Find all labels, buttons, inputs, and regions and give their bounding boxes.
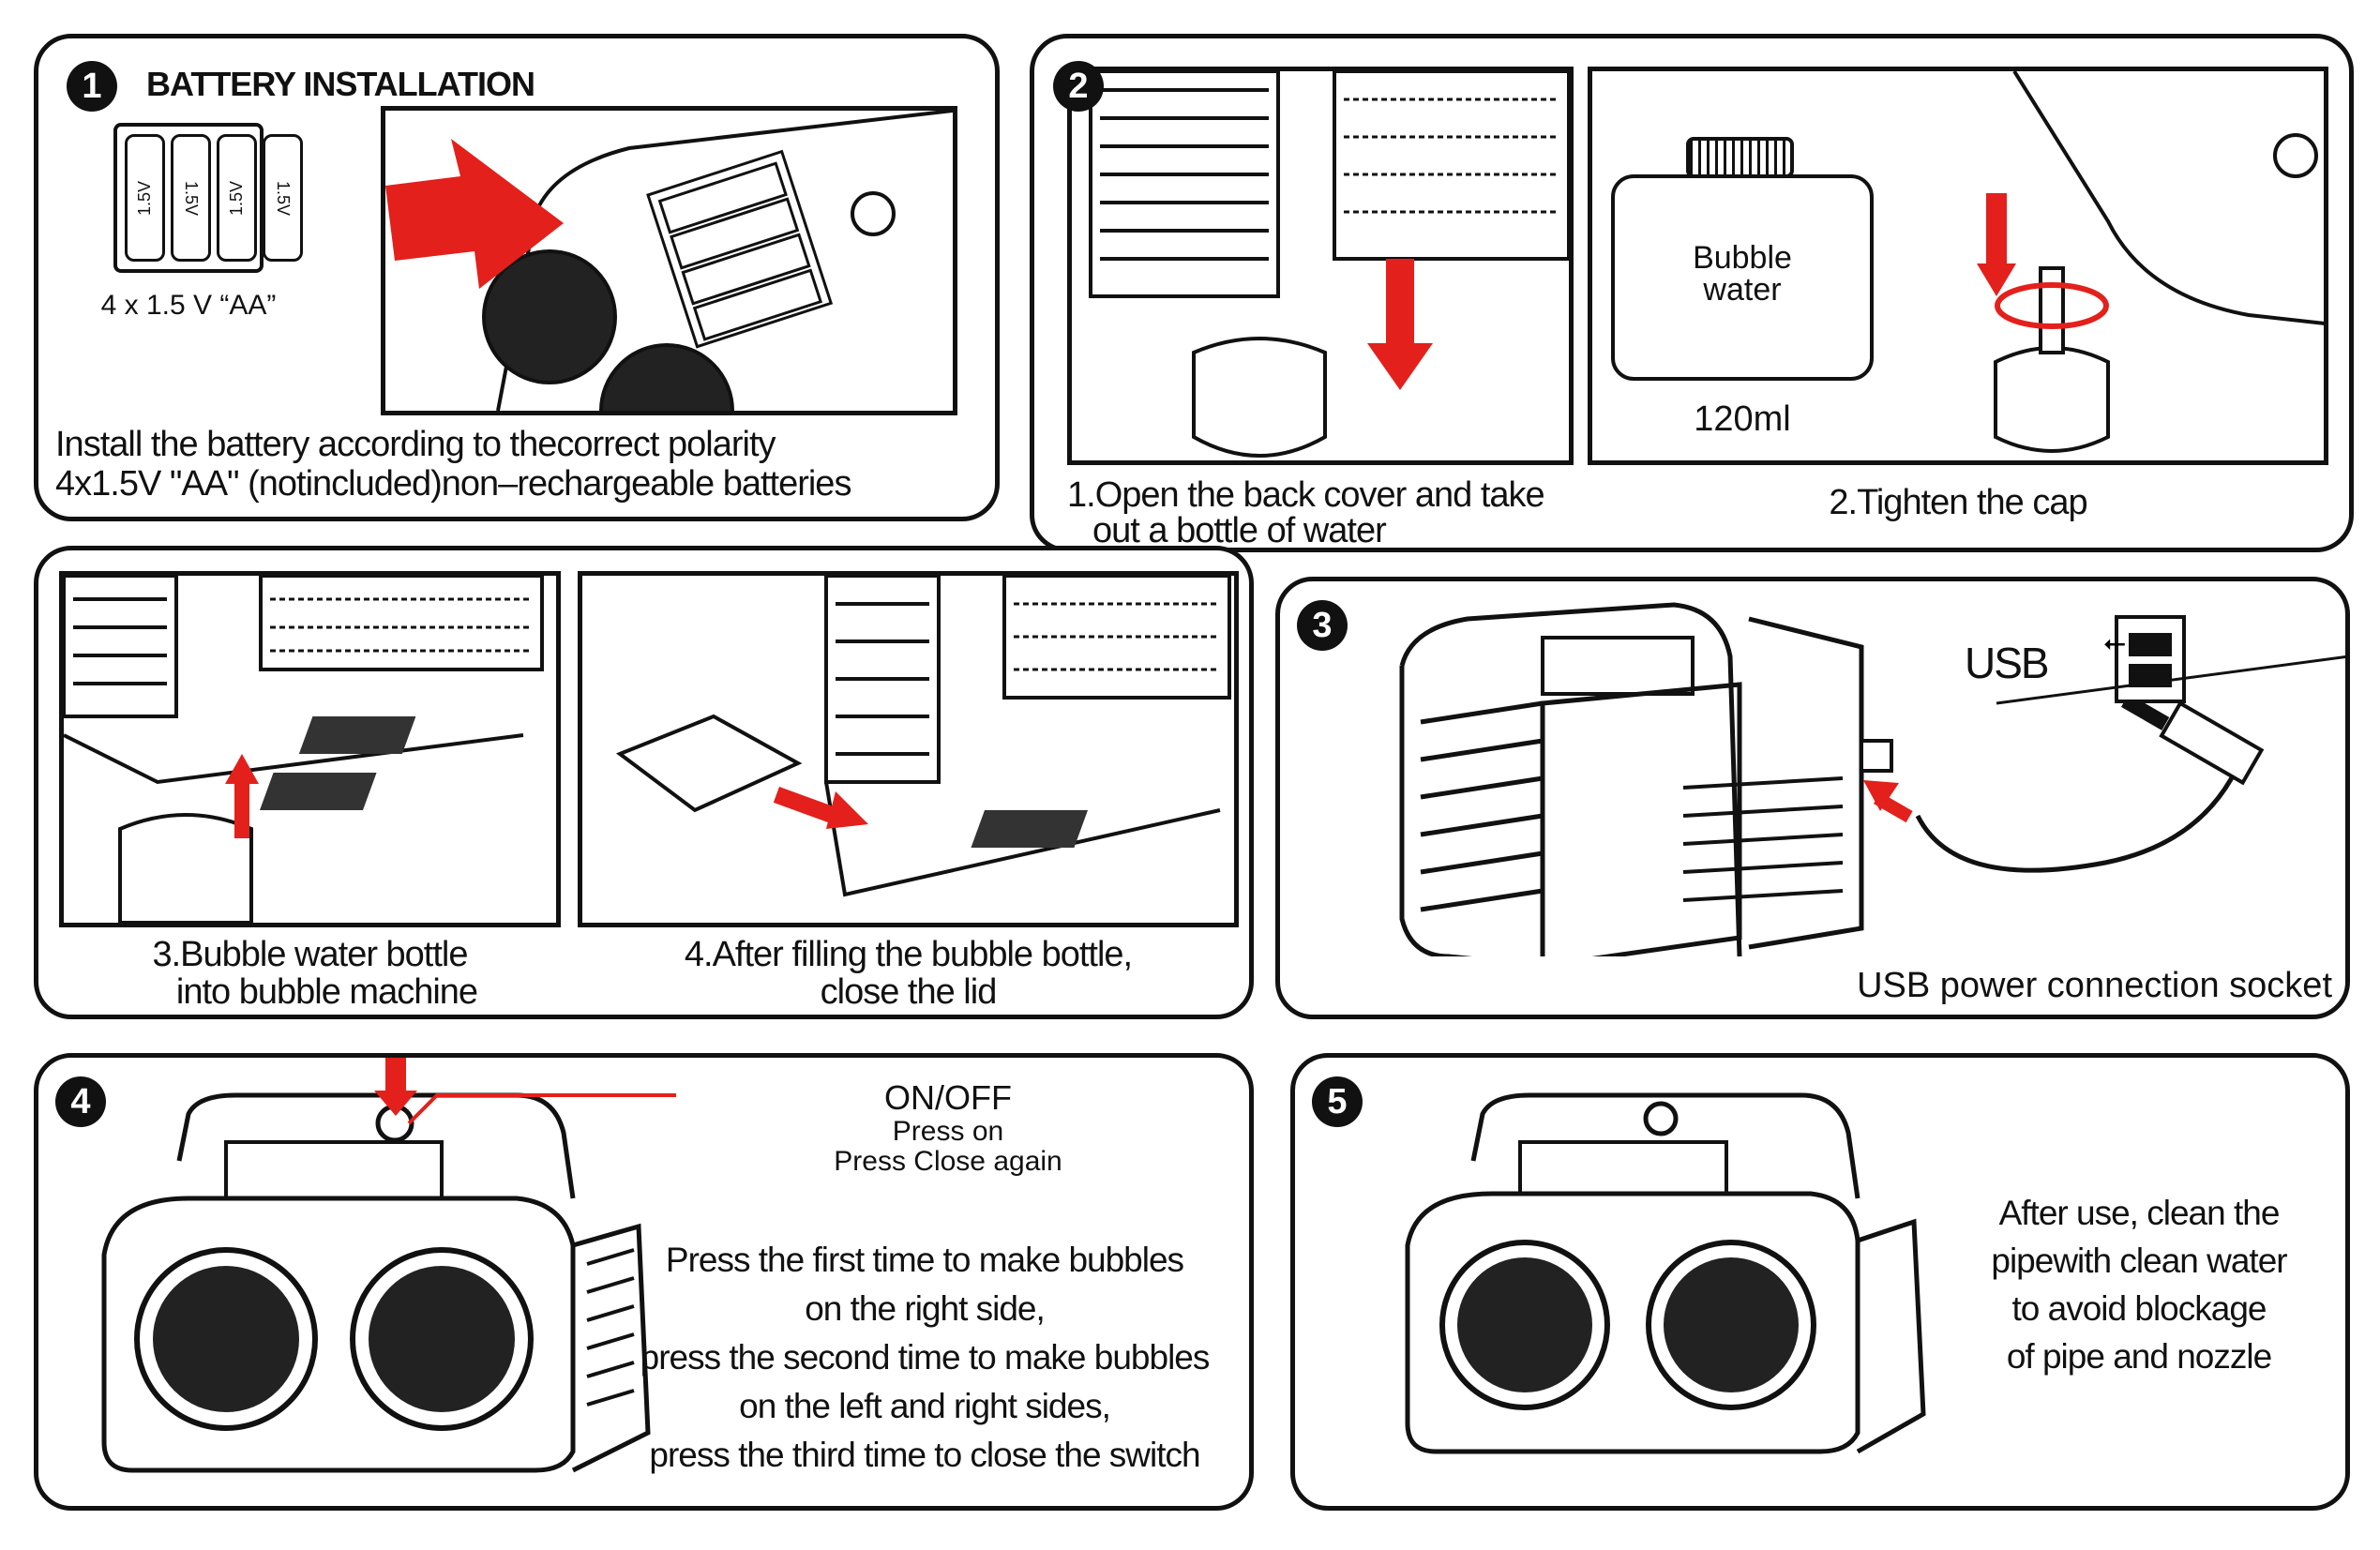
step-number-badge: 1 (67, 61, 117, 112)
bottle-icon (118, 813, 253, 923)
battery-pack-illustration: 1.5V 1.5V 1.5V 1.5V (113, 123, 304, 273)
usb-socket-caption: USB power connection socket (1857, 966, 2332, 1005)
bottle-icon (1994, 346, 2110, 453)
battery-instruction-line2: 4x1.5V "AA" (notincluded)non–rechargeabl… (55, 464, 851, 504)
red-arrow-icon (1986, 193, 2007, 268)
bubble-machine-clean-drawing (1405, 1092, 1926, 1454)
description-line: on the left and right sides, (739, 1387, 1111, 1425)
caption-open-back-cover-line2: out a bottle of water (1092, 511, 1387, 550)
usb-port-icon (2115, 615, 2186, 703)
red-arrow-icon (385, 139, 564, 289)
on-off-label: ON/OFF (884, 1078, 1012, 1117)
description-line: pipewith clean water (1991, 1242, 2287, 1280)
step-number-badge: 3 (1297, 600, 1348, 651)
step-number-badge: 5 (1312, 1076, 1363, 1127)
description-line: to avoid blockage (2011, 1289, 2267, 1328)
insert-bottle-drawing (64, 576, 544, 923)
description-line: Press the first time to make bubbles (665, 1241, 1184, 1279)
step4-panel: 4 ON/OFF Press on Press Close again Pres… (34, 1053, 1254, 1511)
open-back-cover-illustration (1067, 67, 1574, 465)
step5-panel: 5 After use, clean the pipewith clean wa… (1290, 1053, 2350, 1511)
battery-icon: 1.5V (171, 134, 212, 262)
press-close-label: Press Close again (834, 1146, 1062, 1177)
battery-label: 1.5V (227, 180, 247, 216)
cap-tightening-drawing (1977, 71, 2324, 453)
description-line: After use, clean the (1998, 1194, 2281, 1232)
red-arrow-icon (1386, 259, 1414, 343)
battery-compartment-drawing (385, 111, 953, 411)
description-line: press the third time to close the switch (649, 1436, 1200, 1474)
step-number-badge: 2 (1053, 61, 1104, 112)
insert-bottle-illustration (59, 571, 561, 927)
machine-underside-drawing (1089, 71, 1569, 458)
fan-icon (153, 1266, 299, 1412)
usb-plug-icon (2159, 700, 2265, 786)
battery-compartment-illustration (381, 106, 957, 415)
bottle-label-line2: water (1703, 272, 1782, 308)
caption-insert-bottle-line1: 3.Bubble water bottle (152, 935, 468, 974)
bottle-label-line1: Bubble (1693, 240, 1792, 276)
tighten-cap-illustration: Bubble water 120ml (1588, 67, 2328, 465)
battery-instruction-line1: Install the battery according to thecorr… (55, 425, 776, 464)
usb-cable (1915, 767, 2239, 873)
battery-icon: 1.5V (217, 134, 258, 262)
description-line: of pipe and nozzle (2006, 1337, 2272, 1376)
usb-symbol-icon: ⭠ (2103, 626, 2126, 659)
fan-icon (482, 249, 617, 384)
battery-caption: 4 x 1.5 V “AA” (100, 290, 277, 321)
description-line: press the second time to make bubbles (640, 1338, 1211, 1377)
caption-tighten-cap: 2.Tighten the cap (1829, 483, 2087, 522)
bottle-cap (1686, 137, 1794, 178)
step1-title: BATTERY INSTALLATION (146, 65, 535, 103)
caption-insert-bottle-line2: into bubble machine (175, 972, 478, 1012)
fan-icon (599, 343, 734, 411)
description-line: on the right side, (805, 1289, 1046, 1328)
caption-close-lid-line1: 4.After filling the bubble bottle, (684, 935, 1133, 974)
press-on-label: Press on (892, 1116, 1004, 1147)
close-lid-illustration (578, 571, 1239, 927)
close-lid-drawing (615, 576, 1231, 897)
battery-label: 1.5V (274, 180, 294, 216)
lid-icon (615, 714, 803, 813)
fan-icon (1457, 1257, 1592, 1392)
step3-panel: 3 ⭠ USB USB power connection socket (1275, 577, 2350, 1019)
bottle-icon (1192, 337, 1327, 458)
step4-description: Press the first time to make bubbles on … (601, 1236, 1248, 1480)
battery-icon: 1.5V (125, 134, 166, 262)
usb-label: USB (1965, 639, 2050, 687)
usb-connection-drawing: ⭠ (1399, 602, 2349, 956)
bubble-machine-front-drawing (101, 1058, 676, 1473)
red-arrow-icon (773, 786, 841, 825)
step-number-badge: 4 (55, 1076, 106, 1127)
power-button-icon (1643, 1101, 1679, 1136)
fan-icon (1664, 1257, 1799, 1392)
red-arrow-icon (385, 1058, 406, 1095)
callout-line (407, 1093, 676, 1125)
rotate-arrow-icon (1995, 282, 2109, 329)
caption-open-back-cover-line1: 1.Open the back cover and take (1067, 475, 1545, 515)
battery-label: 1.5V (182, 180, 202, 216)
fan-icon (369, 1266, 515, 1412)
bottle-volume: 120ml (1694, 399, 1791, 439)
step5-description: After use, clean the pipewith clean wate… (1961, 1189, 2317, 1380)
step1-panel: 1 BATTERY INSTALLATION 1.5V 1.5V 1.5V 1.… (34, 34, 1000, 521)
caption-close-lid-line2: close the lid (820, 972, 998, 1012)
battery-label: 1.5V (135, 180, 155, 216)
battery-icon: 1.5V (263, 134, 304, 262)
step2-panel: Bubble water 120ml 1.Open the back cover… (1030, 34, 2354, 552)
step2-continued-panel: 3.Bubble water bottle into bubble machin… (34, 546, 1254, 1019)
red-arrow-icon (234, 782, 249, 838)
usb-socket-icon (1860, 739, 1893, 773)
